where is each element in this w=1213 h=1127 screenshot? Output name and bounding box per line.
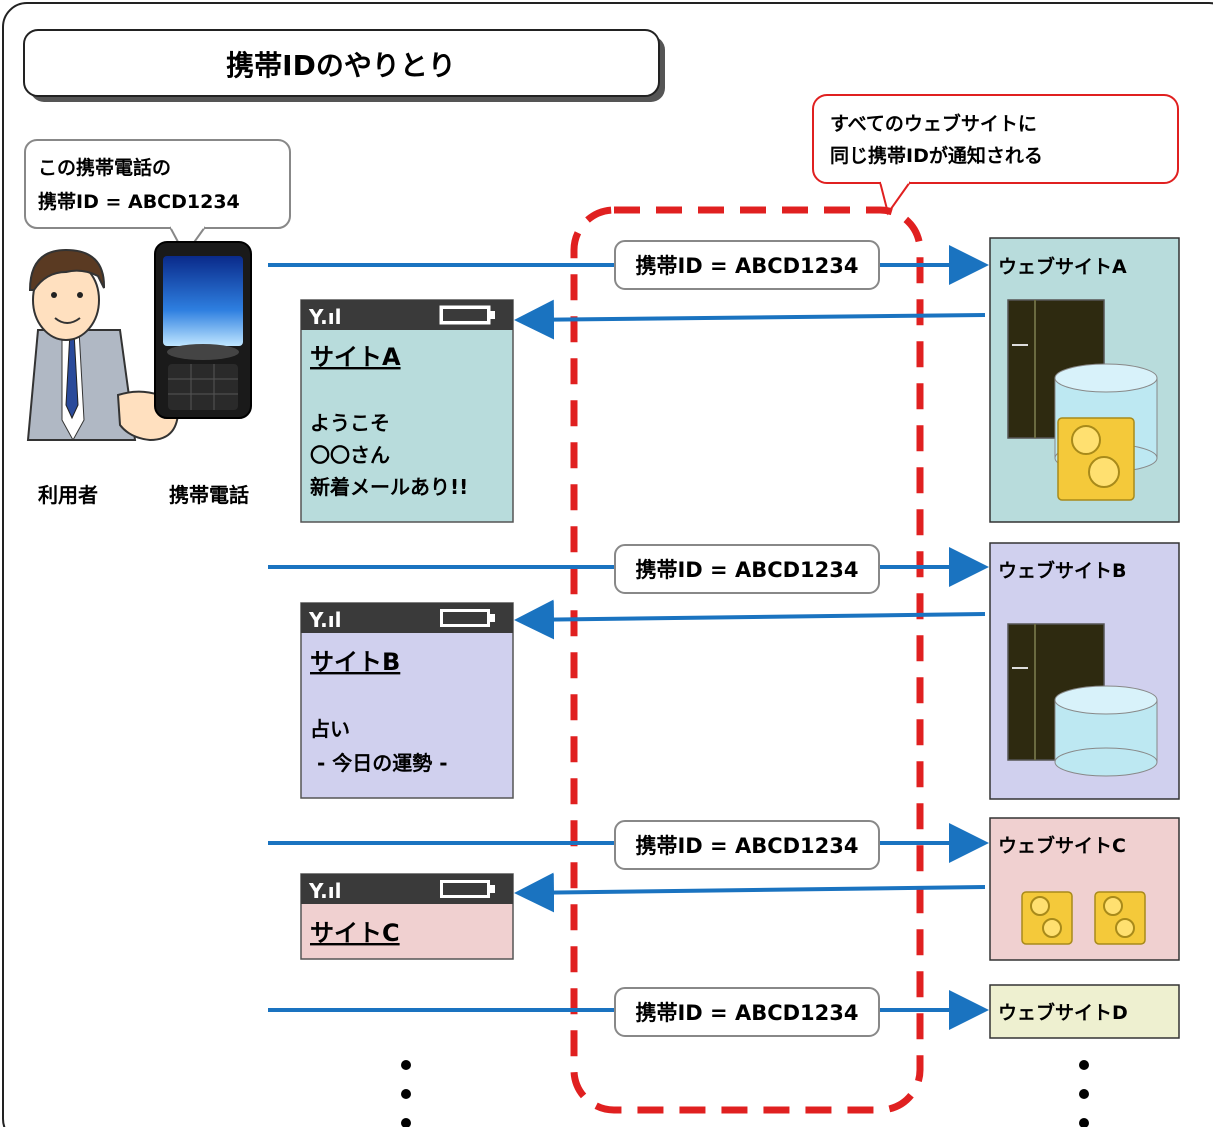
battery-icon xyxy=(490,614,495,622)
row-site-d: 携帯ID = ABCD1234 ウェブサイトD xyxy=(268,984,1180,1039)
id-label-a: 携帯ID = ABCD1234 xyxy=(635,254,858,278)
battery-icon xyxy=(490,311,495,319)
site-a-label: ウェブサイトA xyxy=(998,255,1127,278)
page-title: 携帯IDのやりとり xyxy=(226,49,456,82)
id-label-b: 携帯ID = ABCD1234 xyxy=(635,558,858,582)
user-label: 利用者 xyxy=(38,483,98,507)
screen-a-line-1: ようこそ xyxy=(310,411,390,435)
response-arrow-b xyxy=(514,599,986,640)
screen-b-line-2: - 今日の運勢 - xyxy=(310,751,448,775)
database-icon xyxy=(1054,363,1158,393)
row-site-a: 携帯ID = ABCD1234 Y.ıl サイトA ようこそ 〇〇さん 新着メー… xyxy=(268,237,1180,523)
callout-box: すべてのウェブサイトに 同じ携帯IDが通知される xyxy=(812,94,1179,216)
row-site-b: 携帯ID = ABCD1234 Y.ıl サイトB 占い - 今日の運勢 - ウ… xyxy=(268,542,1180,800)
phone-label: 携帯電話 xyxy=(169,483,249,507)
screen-a-heading: サイトA xyxy=(310,343,401,371)
database-icon xyxy=(1054,685,1158,715)
site-d-label: ウェブサイトD xyxy=(998,1001,1128,1024)
id-label-d: 携帯ID = ABCD1234 xyxy=(635,1001,858,1025)
phone-bubble-line-2: 携帯ID = ABCD1234 xyxy=(38,190,240,213)
id-label-c: 携帯ID = ABCD1234 xyxy=(635,834,858,858)
screen-b-heading: サイトB xyxy=(310,648,400,676)
response-arrow-a xyxy=(514,299,986,340)
callout-line-2: 同じ携帯IDが通知される xyxy=(830,144,1043,167)
signal-icon: Y.ıl xyxy=(308,305,341,329)
title-banner: 携帯IDのやりとり xyxy=(23,29,665,102)
callout-line-1: すべてのウェブサイトに xyxy=(830,112,1037,135)
screen-a-line-2: 〇〇さん xyxy=(310,443,390,467)
user-illustration xyxy=(26,248,180,442)
signal-icon: Y.ıl xyxy=(308,879,341,903)
site-c-label: ウェブサイトC xyxy=(998,834,1126,857)
continuation-dots-left xyxy=(401,1060,411,1127)
battery-icon xyxy=(490,885,495,893)
id-broadcast-zone xyxy=(570,206,924,1114)
response-arrow-c xyxy=(514,872,986,913)
signal-icon: Y.ıl xyxy=(308,608,341,632)
row-site-c: 携帯ID = ABCD1234 Y.ıl サイトC ウェブサイトC xyxy=(268,817,1180,961)
screen-a-line-3: 新着メールあり!! xyxy=(310,475,468,499)
site-b-label: ウェブサイトB xyxy=(998,559,1126,582)
phone-bubble: この携帯電話の 携帯ID = ABCD1234 xyxy=(24,139,291,257)
mobile-phone-illustration xyxy=(154,241,252,419)
phone-bubble-line-1: この携帯電話の xyxy=(38,156,171,179)
screen-b-line-1: 占い xyxy=(310,717,350,741)
continuation-dots-right xyxy=(1079,1060,1089,1127)
screen-c-heading: サイトC xyxy=(310,919,400,947)
